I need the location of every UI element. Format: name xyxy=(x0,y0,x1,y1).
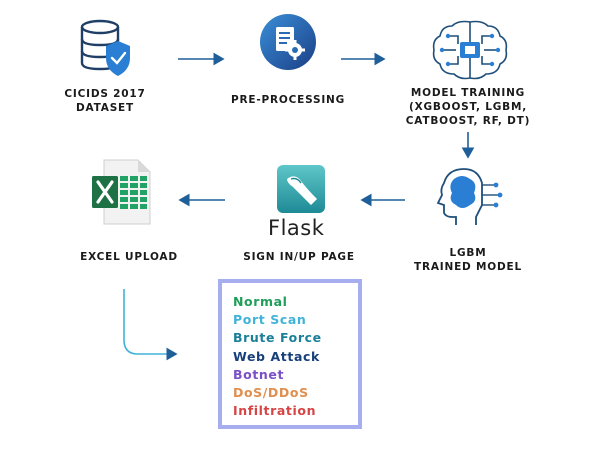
preprocessing-label: PRE-PROCESSING xyxy=(230,94,346,106)
training-label-line3: CATBOOST, RF, DT) xyxy=(405,115,531,127)
dataset-label: CICIDS 2017 DATASET xyxy=(50,87,160,115)
excel-label: EXCEL UPLOAD xyxy=(80,251,178,263)
excel-file-icon xyxy=(90,158,152,226)
class-item: Normal xyxy=(233,294,288,309)
class-item: Port Scan xyxy=(233,312,307,328)
training-label-line1: MODEL TRAINING xyxy=(410,87,526,99)
flask-label: SIGN IN/UP PAGE xyxy=(243,251,355,263)
document-gear-icon xyxy=(259,13,317,71)
class-item: Web Attack xyxy=(233,348,320,364)
flask-logo-icon xyxy=(277,165,325,213)
training-label: MODEL TRAINING (XGBOOST, LGBM, CATBOOST,… xyxy=(398,86,538,128)
trained-model-label-line2: TRAINED MODEL xyxy=(414,261,522,273)
arrow-excel-to-classes xyxy=(123,289,178,361)
head-gear-icon xyxy=(434,165,504,229)
database-shield-icon xyxy=(80,18,132,78)
class-item: DoS/DDoS xyxy=(233,385,309,401)
dataset-label-line2: DATASET xyxy=(76,102,134,114)
trained-model-label-line1: LGBM xyxy=(449,247,487,259)
trained-model-label: LGBM TRAINED MODEL xyxy=(412,246,524,274)
flask-wordmark: Flask xyxy=(268,216,325,240)
class-item: Infiltration xyxy=(233,403,317,419)
class-item: Brute Force xyxy=(233,330,322,346)
class-item: Botnet xyxy=(233,366,285,382)
brain-circuit-icon xyxy=(428,18,512,82)
dataset-label-line1: CICIDS 2017 xyxy=(64,88,146,100)
training-label-line2: (XGBOOST, LGBM, xyxy=(409,101,527,113)
